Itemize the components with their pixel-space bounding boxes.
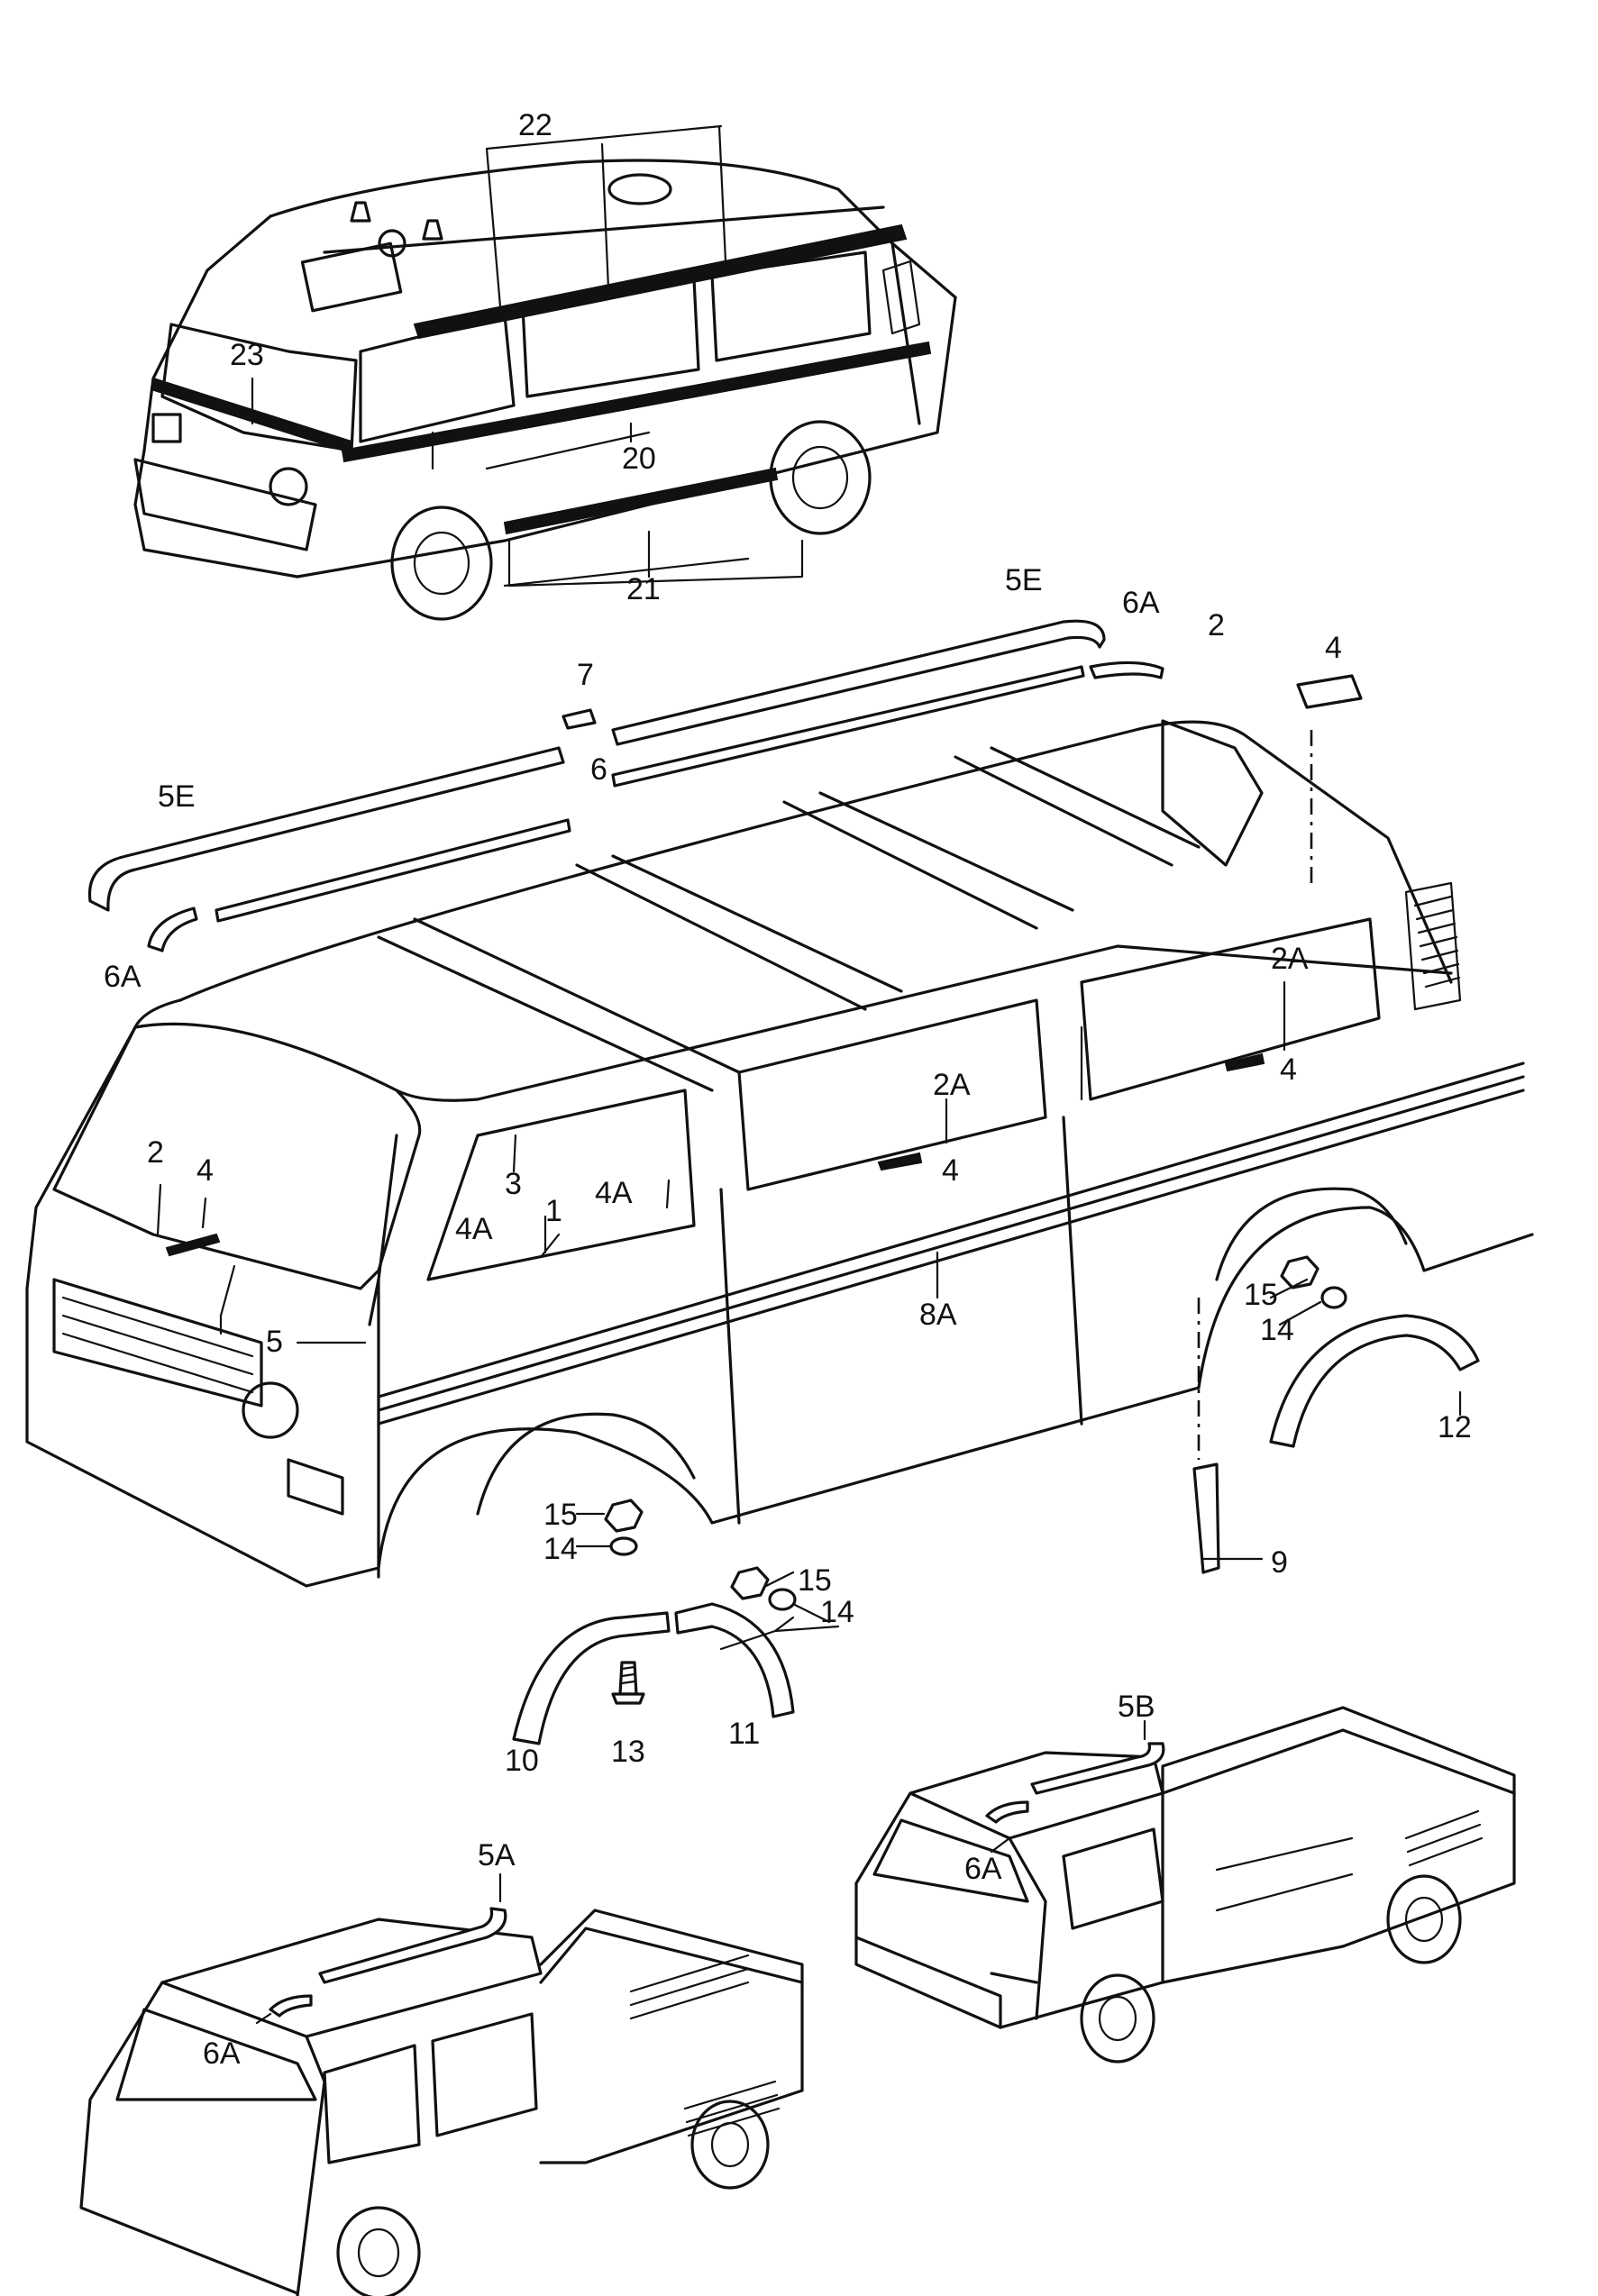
callout-2A-rear: 2A	[1271, 942, 1309, 976]
callout-14-front: 14	[543, 1532, 578, 1566]
wheel-arch-trim-12	[1269, 1314, 1480, 1448]
callout-13: 13	[611, 1735, 645, 1769]
callout-10: 10	[505, 1744, 539, 1778]
callout-14-rear: 14	[1260, 1313, 1294, 1347]
double-cab-pickup-illustration	[79, 1872, 804, 2296]
callout-12: 12	[1438, 1410, 1472, 1444]
callout-15-front: 15	[543, 1498, 578, 1532]
side-window-front	[426, 1089, 696, 1281]
washer-14-right	[768, 1588, 797, 1611]
roof-trim-5E-front	[87, 746, 565, 912]
callout-14-right: 14	[820, 1595, 854, 1629]
callout-1: 1	[545, 1194, 562, 1228]
roof-trim-5E-rear	[611, 619, 1106, 746]
washer-14-rear	[1320, 1286, 1347, 1309]
callout-4-front: 4	[196, 1153, 214, 1188]
roof-trim-5A	[318, 1907, 507, 1984]
callout-22: 22	[518, 108, 552, 142]
washer-14-front	[609, 1536, 638, 1556]
nut-15-front	[604, 1499, 644, 1533]
wheel-arch-trim-11	[674, 1602, 795, 1718]
callout-6A-left: 6A	[104, 960, 142, 994]
callout-labels: 22 23 20 21 5E 6A 2 4 7 5E 6 6A 2A 4 2A …	[104, 108, 1472, 2071]
callout-2-front: 2	[147, 1135, 164, 1170]
callout-21: 21	[626, 572, 661, 606]
roof-cap-6A-dbl	[269, 1994, 313, 2018]
main-van-illustration	[25, 619, 1534, 1745]
nut-15-right	[730, 1566, 770, 1600]
callout-11: 11	[728, 1717, 760, 1751]
callout-6A-pickup: 6A	[964, 1852, 1002, 1886]
clip-4-loose	[1296, 674, 1363, 709]
callout-5: 5	[266, 1325, 283, 1359]
clip-7	[562, 708, 597, 730]
callout-15-right: 15	[798, 1563, 832, 1598]
callout-23: 23	[230, 338, 264, 372]
callout-5A: 5A	[478, 1838, 516, 1872]
callout-7: 7	[577, 658, 594, 692]
callout-6: 6	[590, 752, 607, 787]
callout-4-mid: 4	[942, 1153, 959, 1188]
roof-cap-6A-pickup	[985, 1800, 1029, 1824]
side-window-middle	[737, 998, 1047, 1191]
callout-6A-double-cab: 6A	[203, 2036, 241, 2071]
callout-20: 20	[622, 442, 656, 476]
roof-trim-6-rear	[611, 665, 1085, 788]
roof-cap-6A-rear	[1089, 661, 1164, 679]
callout-4-rear: 4	[1280, 1052, 1297, 1087]
callout-5E-left: 5E	[158, 779, 196, 814]
side-window-rear	[1080, 917, 1381, 1101]
high-roof-van-illustration	[133, 124, 957, 621]
single-cab-pickup-illustration	[854, 1706, 1516, 2064]
callout-4A-right: 4A	[595, 1176, 633, 1210]
roof-trim-5B	[1030, 1742, 1165, 1795]
rocker-trim-9	[1192, 1462, 1220, 1574]
callout-15-rear: 15	[1244, 1278, 1278, 1312]
callout-4-top: 4	[1325, 631, 1342, 665]
callout-3: 3	[505, 1167, 522, 1201]
wheel-arch-trim-10	[512, 1611, 671, 1745]
callout-4A-left: 4A	[455, 1212, 493, 1246]
callout-5E-top: 5E	[1005, 563, 1043, 597]
callout-5B: 5B	[1118, 1690, 1155, 1724]
callout-9: 9	[1271, 1545, 1288, 1580]
callout-2A-mid: 2A	[933, 1068, 971, 1102]
callout-8A: 8A	[919, 1298, 957, 1332]
roof-trim-6-front	[215, 818, 571, 923]
nut-15-rear	[1280, 1255, 1319, 1289]
callout-2-top: 2	[1208, 608, 1225, 642]
roof-cap-6A-front	[147, 907, 198, 952]
callout-6A-top: 6A	[1122, 586, 1160, 620]
